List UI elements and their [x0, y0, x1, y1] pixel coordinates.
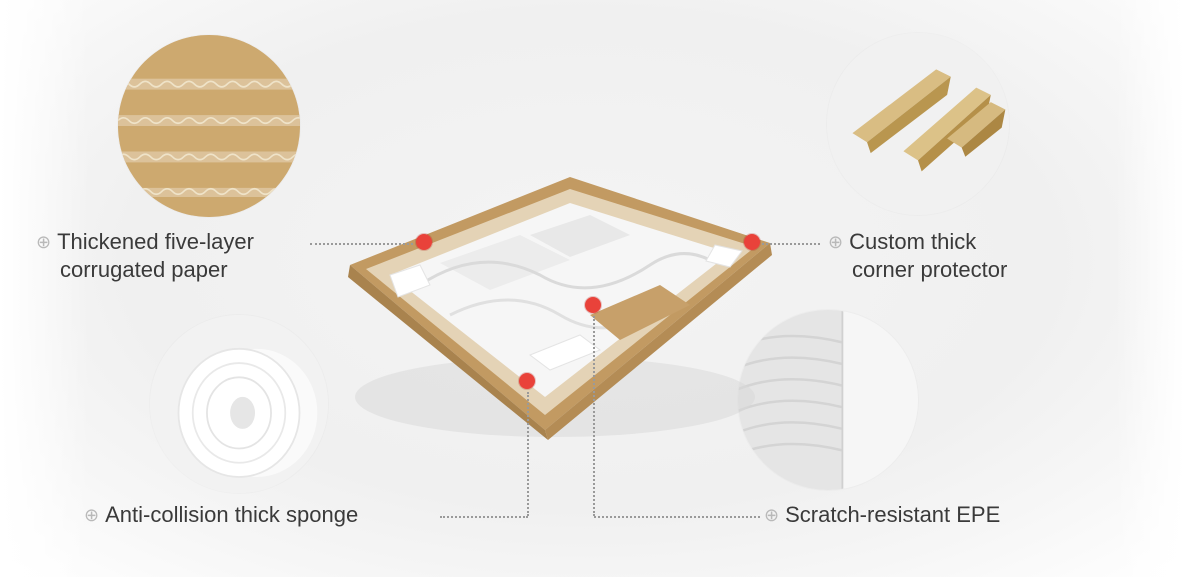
corrugated-label-line2: corrugated paper: [60, 257, 228, 282]
right-fade: [1115, 0, 1185, 577]
connector-sponge-vertical: [527, 392, 529, 516]
label-corrugated-paper: ⊕Thickened five-layer corrugated paper: [36, 228, 254, 284]
corner-label-line2: corner protector: [852, 257, 1008, 282]
marker-epe: [585, 297, 601, 313]
corner-label-line1: Custom thick: [849, 229, 977, 254]
label-sponge: ⊕Anti-collision thick sponge: [84, 501, 358, 529]
connector-corner: [762, 243, 820, 245]
connector-corrugated: [310, 243, 413, 245]
connector-epe-horizontal: [594, 516, 760, 518]
marker-corner: [744, 234, 760, 250]
marker-sponge: [519, 373, 535, 389]
plus-circle-icon: ⊕: [828, 232, 844, 252]
left-fade: [0, 0, 90, 577]
plus-circle-icon: ⊕: [84, 505, 100, 525]
sponge-roll-image: [150, 315, 328, 493]
plus-circle-icon: ⊕: [764, 505, 780, 525]
packaging-box-illustration: [330, 165, 780, 455]
corner-protector-image: [827, 33, 1009, 215]
connector-epe-vertical: [593, 316, 595, 516]
connector-sponge-horizontal: [440, 516, 528, 518]
corrugated-paper-image: [118, 35, 300, 217]
corrugated-label-line1: Thickened five-layer: [57, 229, 254, 254]
label-epe: ⊕Scratch-resistant EPE: [764, 501, 1000, 529]
marker-corrugated: [416, 234, 432, 250]
label-corner-protector: ⊕Custom thick corner protector: [828, 228, 1007, 284]
sponge-label: Anti-collision thick sponge: [105, 502, 359, 527]
epe-label: Scratch-resistant EPE: [785, 502, 1001, 527]
plus-circle-icon: ⊕: [36, 232, 52, 252]
